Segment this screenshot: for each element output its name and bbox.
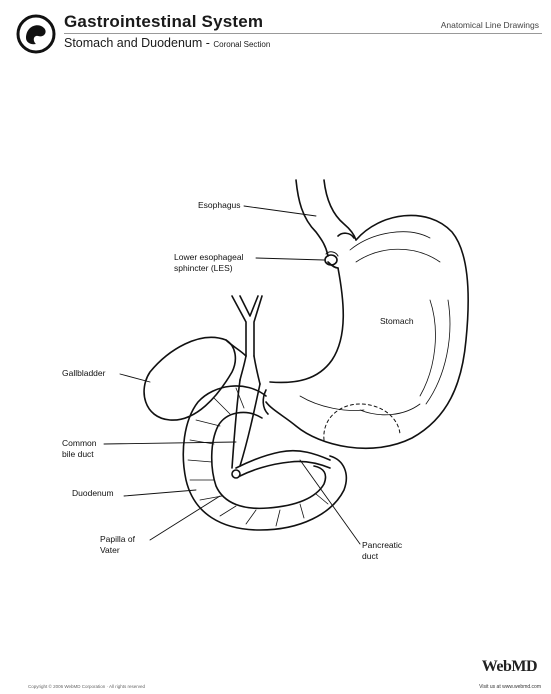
label-pancreatic-duct: Pancreatic duct xyxy=(362,540,402,562)
bile-pancreatic-ducts-shape xyxy=(232,380,330,478)
label-pancreatic-line1: Pancreatic xyxy=(362,540,402,551)
label-common-bile-duct-line2: bile duct xyxy=(62,449,96,460)
label-papilla-of-vater: Papilla of Vater xyxy=(100,534,135,556)
label-common-bile-duct: Common bile duct xyxy=(62,438,96,460)
label-les-line1: Lower esophageal xyxy=(174,252,243,263)
hepatic-ducts-shape xyxy=(232,296,262,384)
footer-url[interactable]: Visit us at www.webmd.com xyxy=(479,684,541,690)
label-papilla-line2: Vater xyxy=(100,545,135,556)
label-stomach: Stomach xyxy=(380,316,414,327)
copyright-text: Copyright © 2006 WebMD Corporation · All… xyxy=(28,684,145,689)
label-papilla-line1: Papilla of xyxy=(100,534,135,545)
les-shape xyxy=(325,252,338,265)
label-pancreatic-line2: duct xyxy=(362,551,402,562)
label-les: Lower esophageal sphincter (LES) xyxy=(174,252,243,274)
label-common-bile-duct-line1: Common xyxy=(62,438,96,449)
label-gallbladder: Gallbladder xyxy=(62,368,105,379)
esophagus-shape xyxy=(296,180,356,256)
webmd-logo: WebMD xyxy=(482,658,537,676)
label-les-line2: sphincter (LES) xyxy=(174,263,243,274)
label-duodenum: Duodenum xyxy=(72,488,114,499)
label-esophagus: Esophagus xyxy=(198,200,241,211)
stomach-shape xyxy=(263,215,468,448)
